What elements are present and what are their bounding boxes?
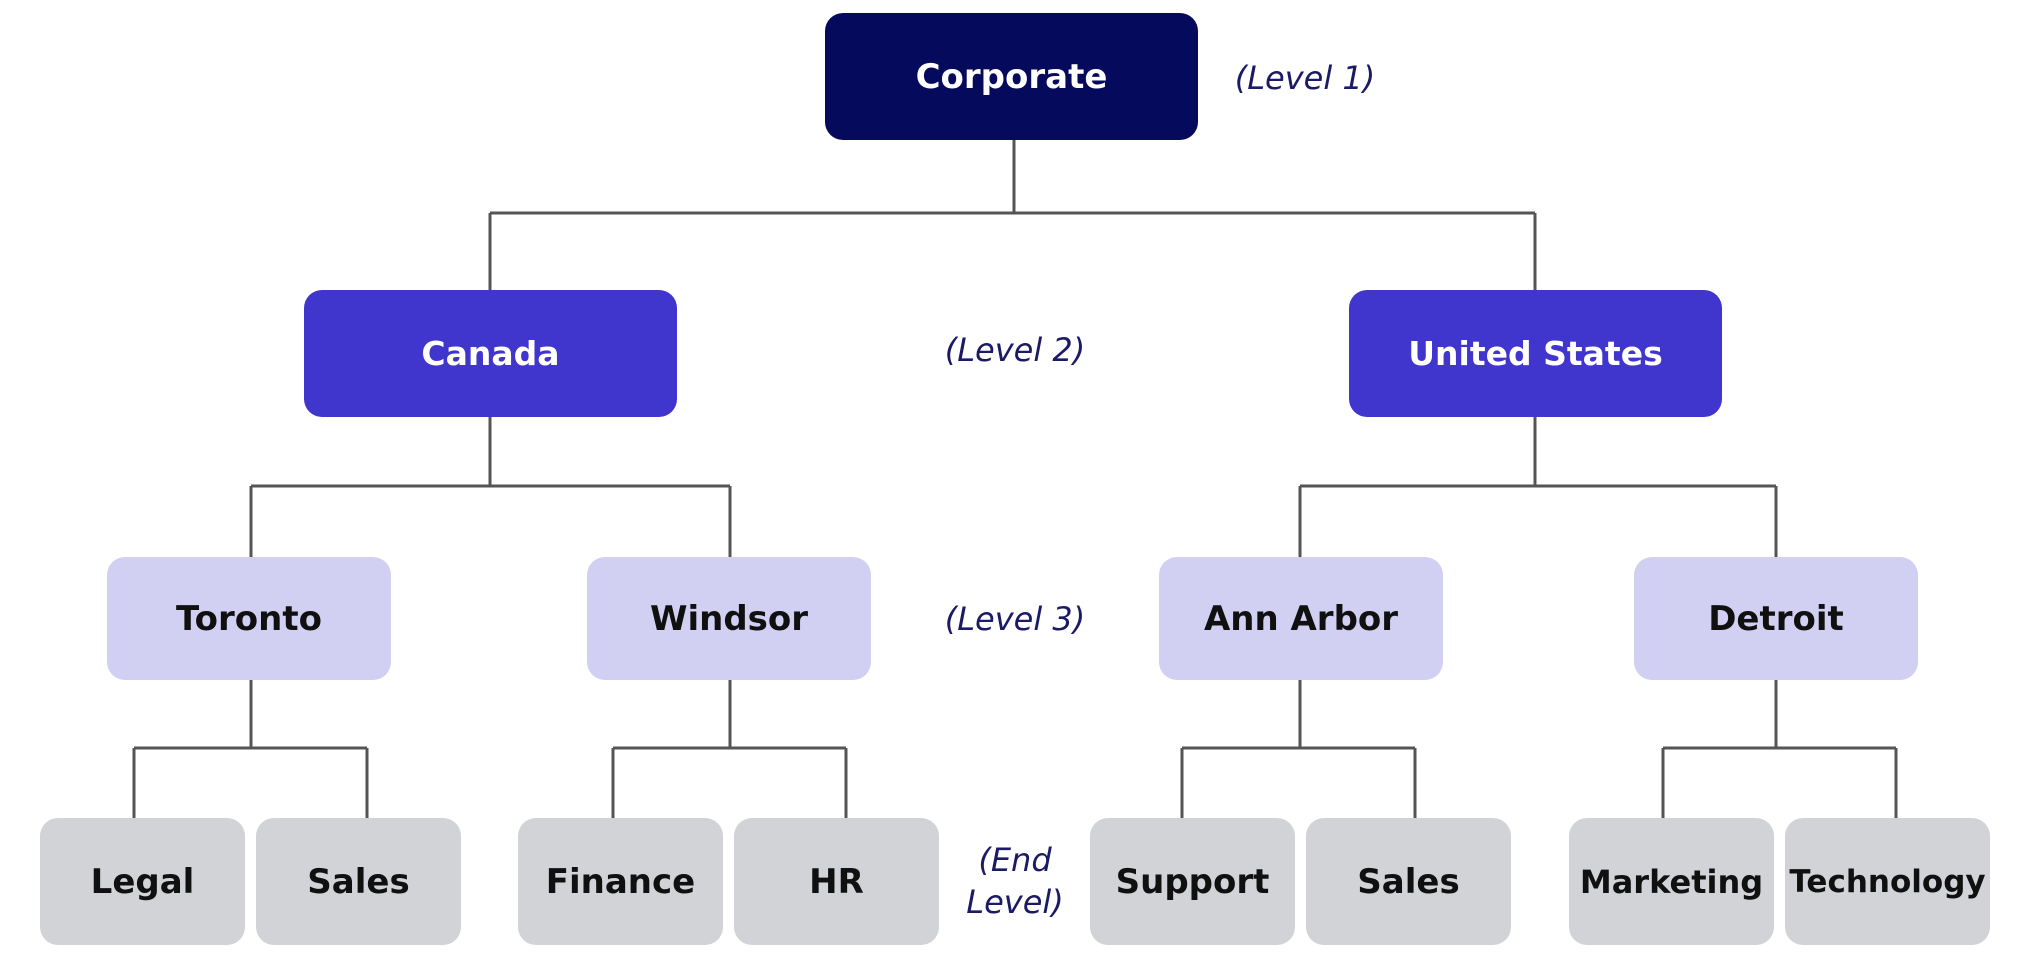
connector-detroit-depts (1661, 680, 1898, 818)
end-level-label: (End Level) (955, 840, 1075, 923)
node-toronto: Toronto (107, 557, 391, 680)
node-windsor: Windsor (587, 557, 871, 680)
node-windsor-finance: Finance (518, 818, 723, 945)
level-3-label: (Level 3) (944, 600, 1086, 638)
connector-annarbor-depts (1180, 680, 1417, 818)
connector-toronto-depts (132, 680, 369, 818)
node-annarbor-support: Support (1090, 818, 1295, 945)
end-level-label-line2: Level) (966, 882, 1064, 921)
node-detroit-marketing: Marketing (1569, 818, 1774, 945)
node-canada: Canada (304, 290, 677, 417)
node-toronto-legal: Legal (40, 818, 245, 945)
node-united-states: United States (1349, 290, 1722, 417)
connector-canada-cities (249, 417, 732, 557)
node-windsor-hr: HR (734, 818, 939, 945)
connector-windsor-depts (611, 680, 848, 818)
end-level-label-line1: (End (978, 841, 1052, 879)
level-2-label: (Level 2) (944, 331, 1086, 369)
level-1-label: (Level 1) (1234, 59, 1376, 97)
node-annarbor-sales: Sales (1306, 818, 1511, 945)
node-ann-arbor: Ann Arbor (1159, 557, 1443, 680)
node-detroit: Detroit (1634, 557, 1918, 680)
node-toronto-sales: Sales (256, 818, 461, 945)
node-corporate: Corporate (825, 13, 1198, 140)
node-detroit-technology: Technology (1785, 818, 1990, 945)
connector-corporate-level2 (488, 140, 1537, 290)
connector-us-cities (1298, 417, 1778, 557)
